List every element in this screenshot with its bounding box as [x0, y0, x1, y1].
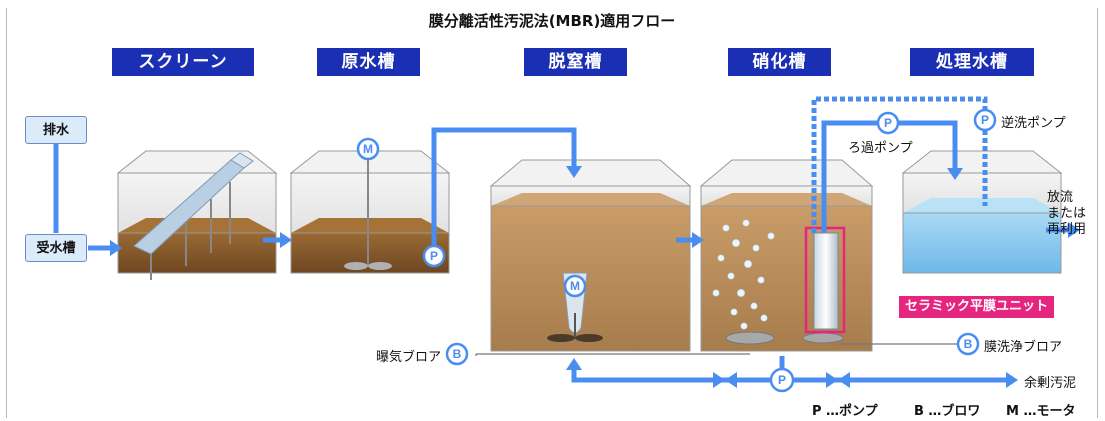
- legend-motor: M …モータ: [1006, 404, 1076, 419]
- wastewater-box: 排水: [25, 116, 87, 144]
- flow-arrows: [110, 166, 1080, 388]
- backwash-line: [811, 96, 988, 233]
- stage-label-denitrification: 脱窒槽: [524, 48, 627, 76]
- nitrification-tank: [699, 159, 874, 352]
- filtration-pump-label: ろ過ポンプ: [848, 141, 913, 156]
- receiving-tank-box: 受水槽: [25, 234, 87, 262]
- diagram-title: 膜分離活性汚泥法(MBR)適用フロー: [428, 12, 676, 30]
- stage-label-nitrification: 硝化槽: [728, 48, 831, 76]
- stage-label-raw-tank: 原水槽: [317, 48, 420, 76]
- legend-blower: B …ブロワ: [914, 404, 981, 419]
- frame-border: [6, 8, 1098, 418]
- screen-tank: [116, 150, 278, 280]
- discharge-label-line2: または: [1047, 206, 1087, 221]
- diagram-frame: 膜分離活性汚泥法(MBR)適用フロー スクリーン 原水槽 脱窒槽 硝化槽 処理水…: [6, 8, 1098, 419]
- blower-lines: [475, 343, 958, 356]
- backwash-pump-label: 逆洗ポンプ: [1001, 116, 1066, 131]
- discharge-label-line3: 再利用: [1047, 222, 1087, 237]
- stage-label-treated-tank: 処理水槽: [910, 48, 1034, 76]
- membrane-cleaning-blower-label: 膜洗浄ブロア: [984, 340, 1063, 355]
- denitrification-tank: [489, 159, 692, 352]
- flow-diagram: [53, 96, 1080, 388]
- aeration-blower-label: 曝気ブロア: [376, 350, 442, 365]
- raw-water-tank: [289, 150, 451, 274]
- ceramic-membrane-unit-label: セラミック平膜ユニット: [899, 296, 1055, 318]
- valves: [713, 372, 850, 388]
- legend-pump: P …ポンプ: [812, 404, 878, 419]
- stage-label-screen: スクリーン: [112, 48, 254, 76]
- treated-water-tank: [901, 150, 1063, 274]
- discharge-label-line1: 放流: [1047, 190, 1074, 205]
- excess-sludge-label: 余剰汚泥: [1024, 376, 1077, 391]
